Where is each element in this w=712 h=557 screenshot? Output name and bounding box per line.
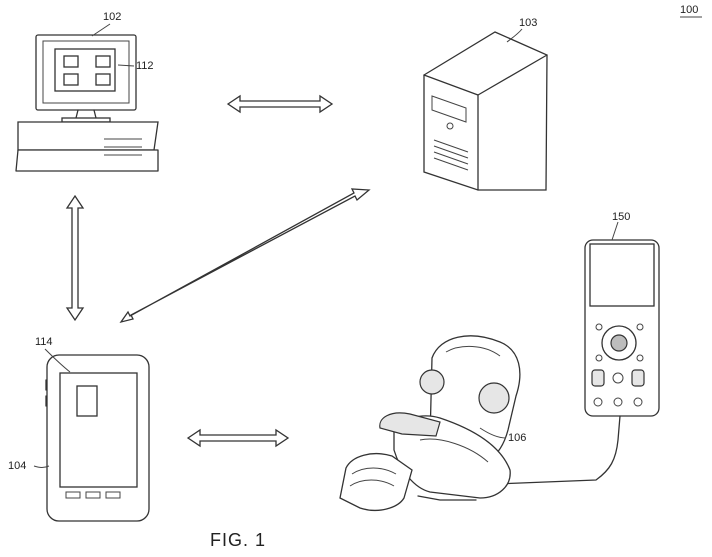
massage-chair bbox=[339, 335, 521, 512]
figure-caption: FIG. 1 bbox=[210, 530, 267, 550]
server-tower bbox=[423, 31, 548, 191]
ref-label-112: 112 bbox=[136, 60, 154, 72]
link-computer-server bbox=[226, 94, 334, 114]
ref-label-106: 106 bbox=[508, 432, 527, 444]
ref-label-150: 150 bbox=[612, 211, 631, 223]
tablet-device bbox=[45, 354, 150, 522]
link-server-tablet bbox=[119, 188, 371, 324]
display-tiles bbox=[63, 55, 111, 86]
desktop-computer bbox=[15, 34, 159, 172]
ref-label-102: 102 bbox=[103, 11, 122, 23]
ref-label-114: 114 bbox=[35, 336, 53, 348]
ref-label-103: 103 bbox=[519, 17, 538, 29]
link-computer-tablet bbox=[65, 194, 85, 322]
remote-controller bbox=[494, 239, 660, 485]
ref-label-100: 100 bbox=[680, 4, 699, 16]
ref-label-104: 104 bbox=[8, 460, 27, 472]
link-tablet-chair bbox=[186, 428, 290, 448]
